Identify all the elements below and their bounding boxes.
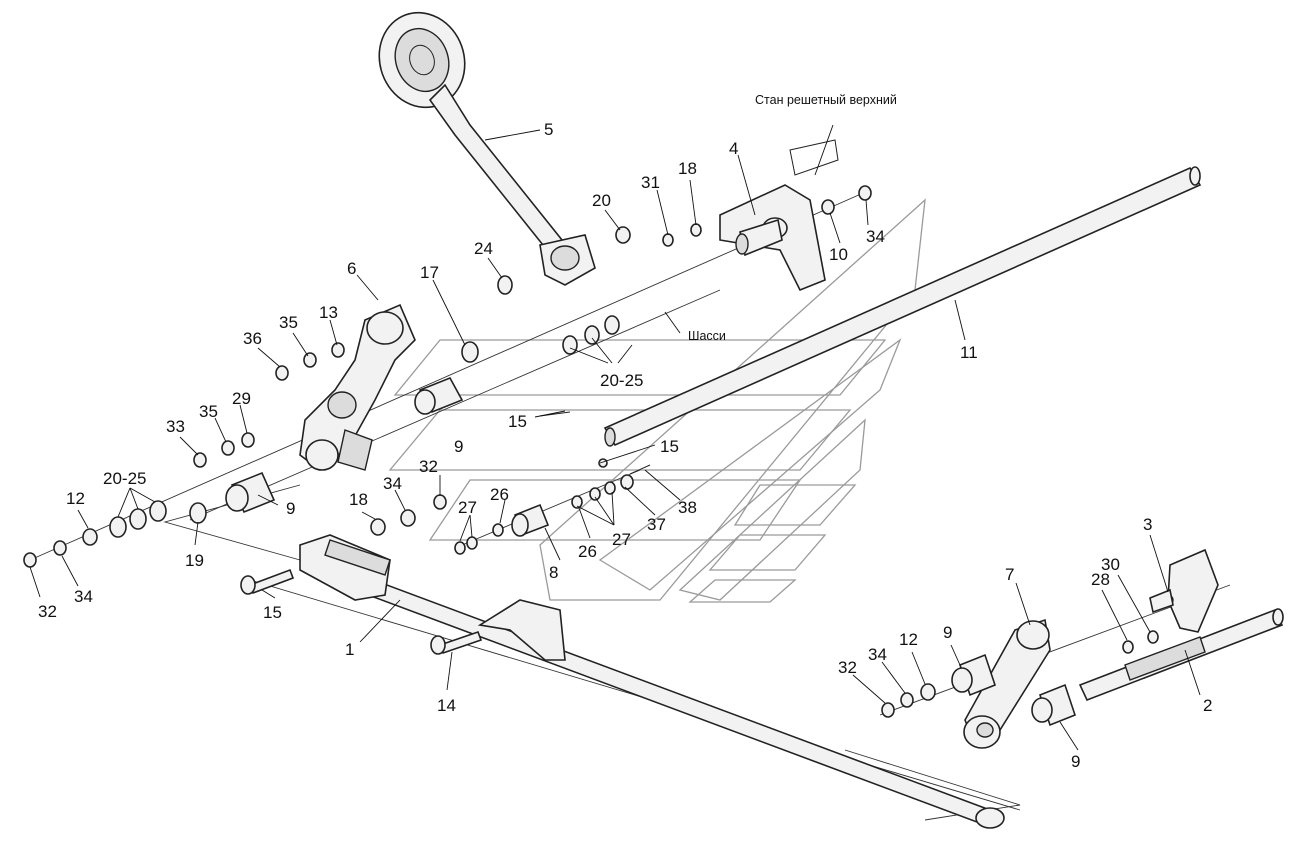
callout-label: 26 xyxy=(578,542,597,561)
callout-label: 15 xyxy=(508,412,527,431)
callout-label: 9 xyxy=(1071,752,1080,771)
callout-label: 11 xyxy=(960,343,978,362)
callout-label: 38 xyxy=(678,498,697,517)
callout-label: 36 xyxy=(243,329,262,348)
watermark-logo xyxy=(388,198,926,603)
callout-label: 34 xyxy=(866,227,885,246)
callout-label: 34 xyxy=(868,645,887,664)
bracket-3 xyxy=(1149,548,1219,633)
callout-label: 14 xyxy=(437,696,456,715)
callout-label: 27 xyxy=(612,530,631,549)
callout-label: 20-25 xyxy=(600,371,643,390)
lever-5 xyxy=(378,11,596,286)
callout-label: 32 xyxy=(419,457,438,476)
callout-label: 12 xyxy=(66,489,85,508)
callout-label: 17 xyxy=(420,263,439,282)
annotation-chassis: Шасси xyxy=(688,329,726,343)
callout-label: 26 xyxy=(490,485,509,504)
callout-label: 7 xyxy=(1005,565,1014,584)
callout-label: 10 xyxy=(829,245,848,264)
callout-label: 34 xyxy=(383,474,402,493)
callout-label: 32 xyxy=(838,658,857,677)
callout-label: 8 xyxy=(549,563,558,582)
callout-label: 27 xyxy=(458,498,477,517)
frame-tube-1 xyxy=(299,534,1005,829)
callout-label: 34 xyxy=(74,587,93,606)
callout-label: 2 xyxy=(1203,696,1212,715)
shaft-2 xyxy=(1078,608,1284,702)
lever-7 xyxy=(963,618,1051,749)
callout-label: 19 xyxy=(185,551,204,570)
lever-6 xyxy=(299,303,416,472)
bracket-4 xyxy=(719,139,839,292)
callout-label: 9 xyxy=(454,437,463,456)
callout-label: 9 xyxy=(943,623,952,642)
callout-label: 33 xyxy=(166,417,185,436)
callout-label: 18 xyxy=(678,159,697,178)
callout-label: 15 xyxy=(660,437,679,456)
callout-label: 6 xyxy=(347,259,356,278)
leader-lines xyxy=(29,124,1201,751)
callout-label: 12 xyxy=(899,630,918,649)
callout-label: 20-25 xyxy=(103,469,146,488)
callout-label: 5 xyxy=(544,120,553,139)
callout-label: 18 xyxy=(349,490,368,509)
annotation-upper-sieve-frame: Стан решетный верхний xyxy=(755,93,897,107)
callout-label: 35 xyxy=(279,313,298,332)
shaft-11 xyxy=(603,166,1202,447)
callout-label: 24 xyxy=(474,239,493,258)
callout-label: 29 xyxy=(232,389,251,408)
small-parts xyxy=(23,185,1159,727)
annotations: Стан решетный верхний Шасси xyxy=(688,93,897,343)
callout-label: 3 xyxy=(1143,515,1152,534)
callout-label: 20 xyxy=(592,191,611,210)
callout-label: 32 xyxy=(38,602,57,621)
callout-label: 9 xyxy=(286,499,295,518)
callout-label: 30 xyxy=(1101,555,1120,574)
callout-label: 31 xyxy=(641,173,660,192)
callout-label: 4 xyxy=(729,139,738,158)
callout-label: 13 xyxy=(319,303,338,322)
callout-label: 37 xyxy=(647,515,666,534)
callout-label: 28 xyxy=(1091,570,1110,589)
callout-label: 15 xyxy=(263,603,282,622)
part-callouts: 5 4 18 31 20 34 10 24 17 6 13 35 36 11 2… xyxy=(38,120,1212,771)
callout-label: 35 xyxy=(199,402,218,421)
callout-label: 1 xyxy=(345,640,354,659)
